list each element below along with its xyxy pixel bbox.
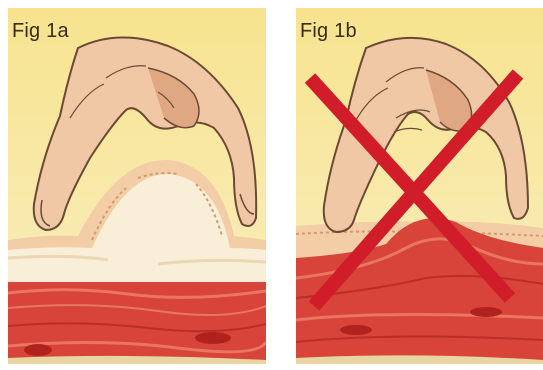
figure-1b-panel: Fig 1b bbox=[296, 8, 543, 364]
figure-1a-panel: Fig 1a bbox=[8, 8, 266, 364]
figure-1a-illustration bbox=[8, 8, 266, 364]
figure-1a-label: Fig 1a bbox=[12, 20, 69, 43]
figure-1b-illustration bbox=[296, 8, 543, 364]
muscle-layer bbox=[8, 278, 266, 364]
figure-1b-label: Fig 1b bbox=[300, 20, 357, 43]
